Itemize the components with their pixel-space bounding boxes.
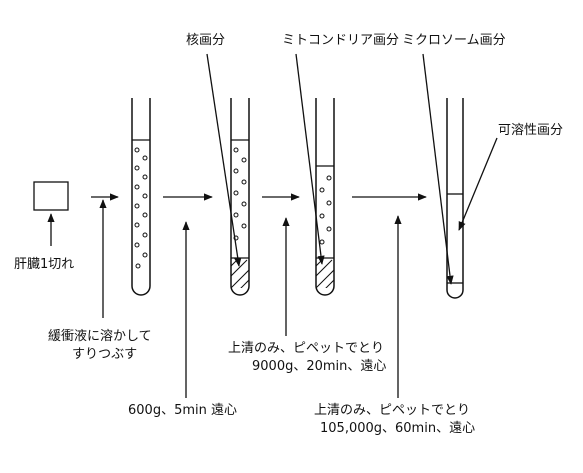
supernatant-particles-1 xyxy=(233,147,247,241)
nuclear-fraction-label: 核画分 xyxy=(186,33,225,48)
buffer-step-label-line1: 緩衝液に溶かして xyxy=(48,329,152,344)
homogenate-particles xyxy=(134,147,148,269)
tube-after-spin1 xyxy=(230,98,250,296)
buffer-step-label-line2: すりつぶす xyxy=(72,347,137,362)
liver-piece-label: 肝臓1切れ xyxy=(14,257,74,272)
liver-piece-box xyxy=(33,181,69,211)
nuclear-pellet xyxy=(231,258,249,288)
nuclear-fraction-pointer xyxy=(206,53,242,267)
soluble-fraction-label: 可溶性画分 xyxy=(498,123,563,138)
supernatant-particles-2 xyxy=(319,175,332,245)
tube-after-spin2 xyxy=(315,98,335,296)
step2-label-line2: 9000g、20min、遠心 xyxy=(252,359,386,374)
mitochondrial-fraction-label: ミトコンドリア画分 xyxy=(282,33,399,48)
mitochondrial-fraction-pointer xyxy=(295,53,325,265)
microsomal-fraction-label: ミクロソーム画分 xyxy=(402,33,506,48)
step2-label-line1: 上清のみ、ピペットでとり xyxy=(228,341,384,356)
spin1-label: 600g、5min 遠心 xyxy=(128,403,237,418)
mitochondrial-pellet xyxy=(316,258,334,288)
step3-label-line2: 105,000g、60min、遠心 xyxy=(320,421,475,436)
tube-homogenate xyxy=(131,98,151,296)
step3-label-line1: 上清のみ、ピペットでとり xyxy=(314,403,470,418)
microsomal-fraction-pointer xyxy=(422,53,454,285)
soluble-fraction-pointer xyxy=(458,137,498,231)
